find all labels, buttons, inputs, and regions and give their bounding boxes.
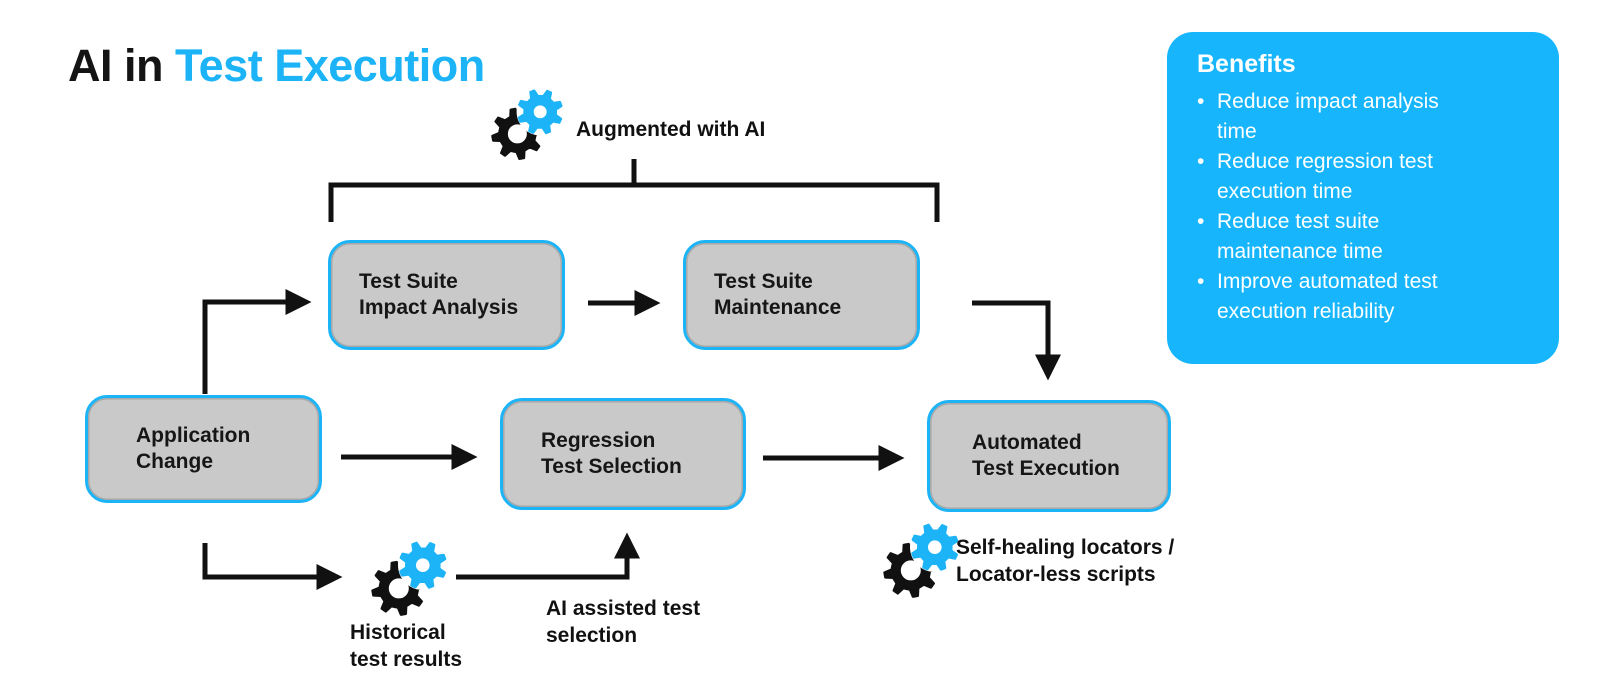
self-healing-label: Self-healing locators / Locator-less scr… <box>956 536 1175 586</box>
augmented-with-ai-label: Augmented with AI <box>576 118 766 141</box>
augmented-bracket-line <box>328 159 940 222</box>
cyan-gear-icon <box>911 523 959 571</box>
node-test-suite-maintenance: Test Suite Maintenance <box>683 240 920 350</box>
augmented-ai-gear-icon <box>490 86 566 162</box>
bullet-icon: • <box>1197 270 1205 293</box>
bullet-icon: • <box>1197 90 1205 113</box>
node-test-suite-maintenance-label: Test Suite Maintenance <box>714 270 842 319</box>
page-title: AI in Test Execution <box>68 40 485 92</box>
benefits-heading: Benefits <box>1197 50 1296 78</box>
node-regression-test-selection: Regression Test Selection <box>500 398 746 510</box>
benefit-item: • Reduce regression test execution time <box>1197 147 1533 207</box>
cyan-gear-icon <box>517 89 563 135</box>
benefits-list: • Reduce impact analysis time • Reduce r… <box>1197 87 1533 327</box>
benefits-panel: Benefits • Reduce impact analysis time •… <box>1167 32 1559 364</box>
benefit-item: • Improve automated test execution relia… <box>1197 267 1533 327</box>
bullet-icon: • <box>1197 150 1205 173</box>
node-automated-test-execution-label: Automated Test Execution <box>972 431 1120 480</box>
node-automated-test-execution: Automated Test Execution <box>927 400 1171 512</box>
node-application-change: Application Change <box>85 395 322 503</box>
cyan-gear-icon <box>399 541 447 589</box>
arrow-application-to-impact-analysis <box>202 289 312 394</box>
ai-assisted-selection-label: AI assisted test selection <box>546 597 701 647</box>
historical-results-gear-icon <box>370 538 450 618</box>
node-regression-test-selection-label: Regression Test Selection <box>541 429 682 478</box>
node-test-suite-impact-analysis: Test Suite Impact Analysis <box>328 240 565 350</box>
historical-test-results-label: Historical test results <box>350 621 463 671</box>
benefit-item: • Reduce impact analysis time <box>1197 87 1533 147</box>
benefit-item: • Reduce test suite maintenance time <box>1197 207 1533 267</box>
bullet-icon: • <box>1197 210 1205 233</box>
arrow-historical-results-to-regression-selection <box>456 532 641 580</box>
page-title-highlight: Test Execution <box>175 40 485 91</box>
arrow-maintenance-to-automated-execution <box>972 300 1061 381</box>
node-test-suite-impact-analysis-label: Test Suite Impact Analysis <box>359 270 519 319</box>
page-title-prefix: AI in <box>68 40 175 91</box>
arrow-application-to-historical-results <box>202 543 343 591</box>
node-application-change-label: Application Change <box>136 424 251 473</box>
self-healing-gear-icon <box>882 520 962 600</box>
